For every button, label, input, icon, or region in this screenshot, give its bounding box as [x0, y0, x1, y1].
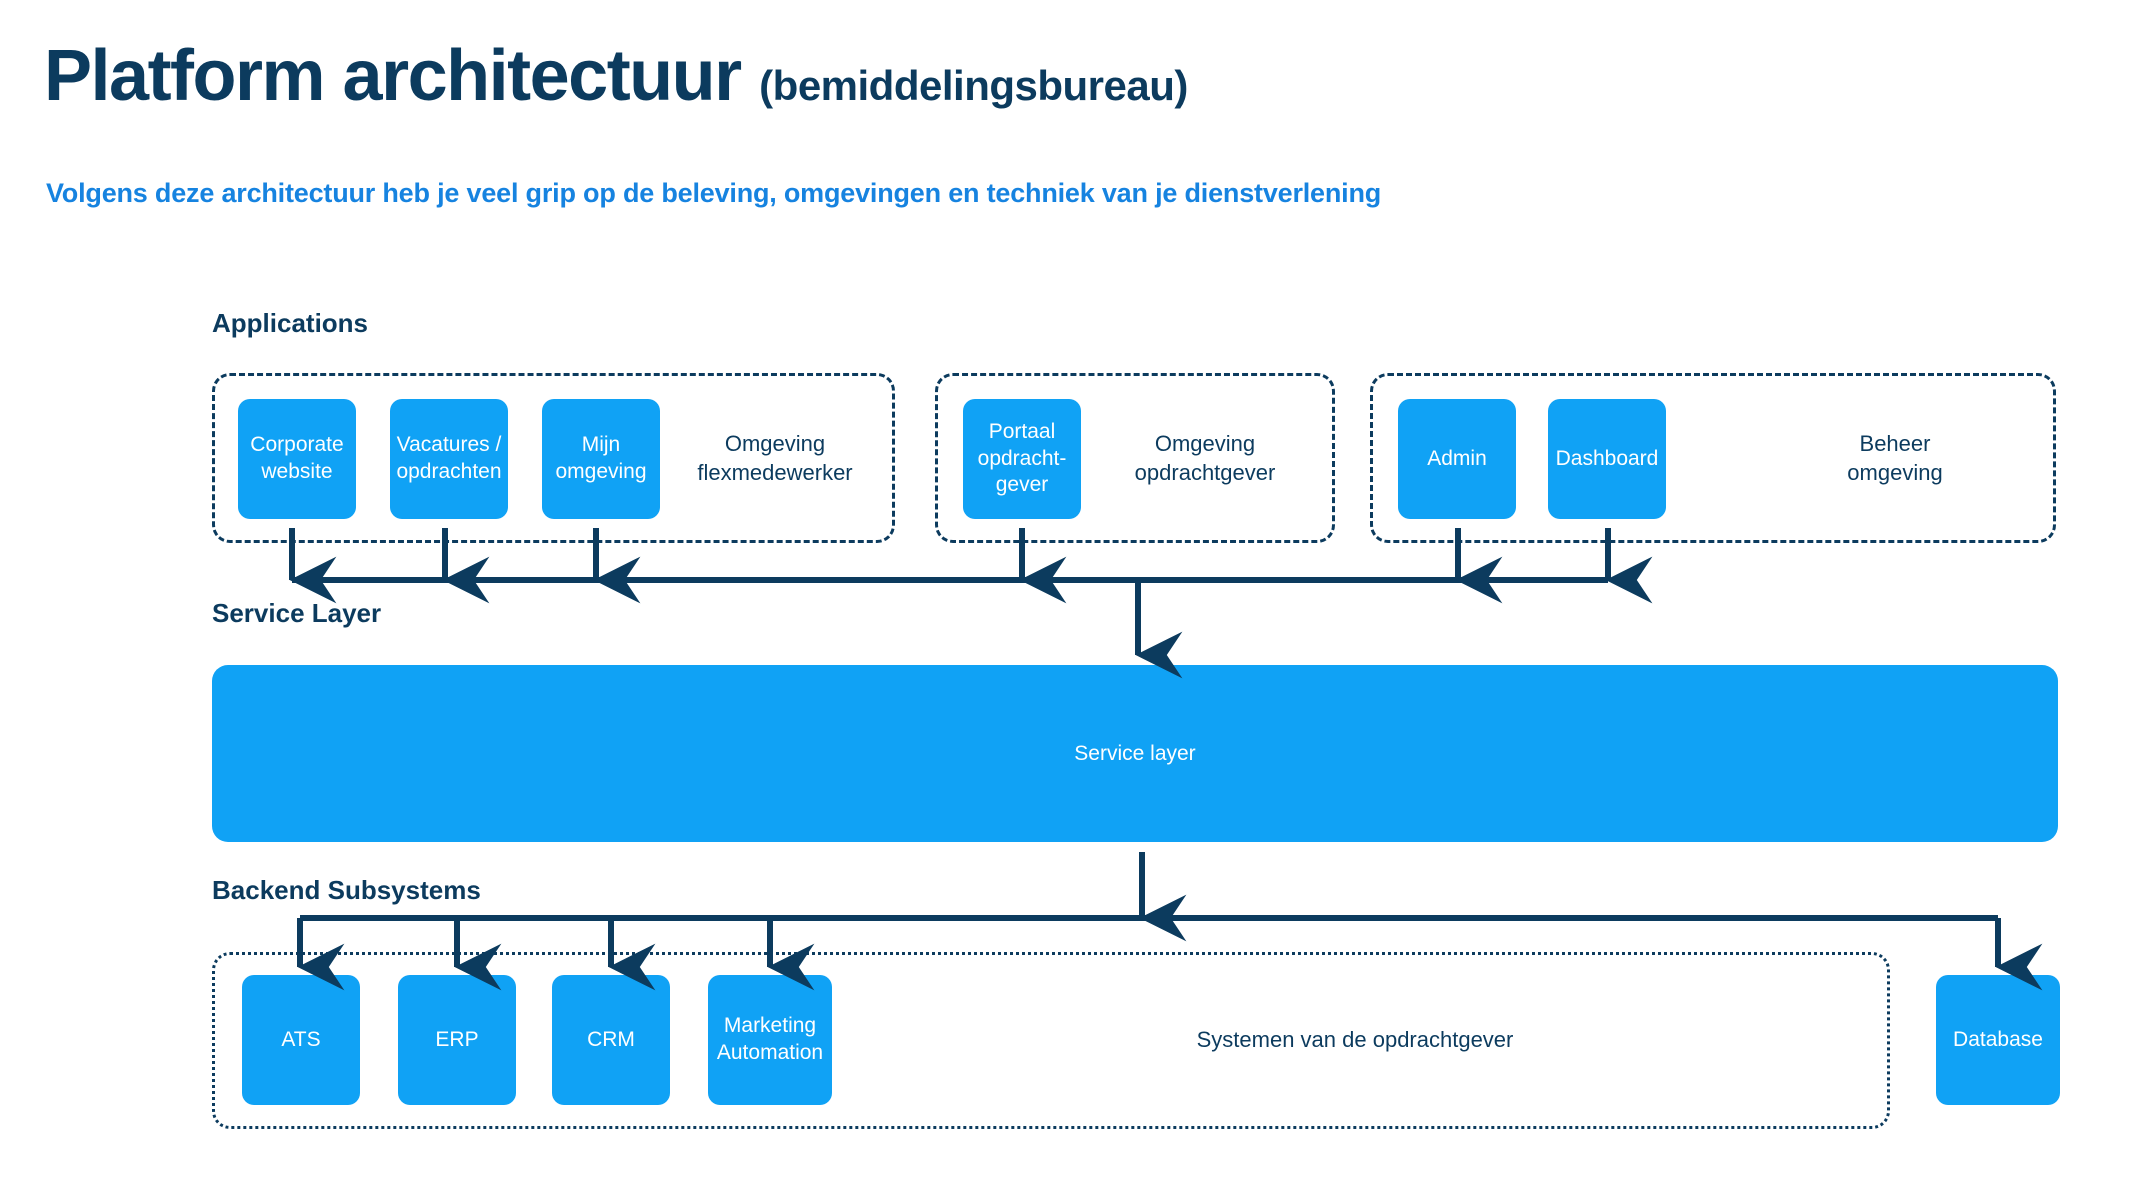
backend-group-systemen-opdrachtgever — [212, 952, 1890, 1129]
app-box-dashboard[interactable]: Dashboard — [1548, 399, 1666, 519]
backend-box-erp[interactable]: ERP — [398, 975, 516, 1105]
backend-group-caption-text: Systemen van de opdrachtgever — [1196, 1026, 1514, 1052]
page-subtitle: Volgens deze architectuur heb je veel gr… — [46, 178, 1382, 208]
backend-box-label: CRM — [587, 1027, 635, 1051]
heading-backend-subsystems: Backend Subsystems — [212, 875, 481, 905]
backend-box-crm[interactable]: CRM — [552, 975, 670, 1105]
app-box-label: Admin — [1427, 446, 1487, 470]
backend-group-caption: Systemen van de opdrachtgever — [840, 975, 1870, 1105]
backend-box-label: ERP — [435, 1027, 479, 1051]
application-group-beheer — [1370, 373, 2056, 543]
backend-box-label: Database — [1953, 1027, 2043, 1051]
application-group-opdrachtgever — [935, 373, 1335, 543]
backend-box-ats[interactable]: ATS — [242, 975, 360, 1105]
heading-service-layer: Service Layer — [212, 598, 382, 628]
page-title-parenthetical: (bemiddelingsbureau) — [759, 62, 1188, 109]
page-title-main: Platform architectuur — [44, 36, 742, 116]
heading-applications: Applications — [212, 308, 369, 338]
page-title: Platform architectuur (bemiddelingsburea… — [44, 40, 1188, 112]
service-layer-bar[interactable]: Service layer — [212, 665, 2058, 842]
app-box-label: Vacatures /opdrachten — [396, 433, 502, 483]
app-box-admin[interactable]: Admin — [1398, 399, 1516, 519]
application-group-flexmedewerker — [212, 373, 895, 543]
backend-box-database[interactable]: Database — [1936, 975, 2060, 1105]
backend-box-label: ATS — [281, 1027, 321, 1051]
service-layer-label: Service layer — [1074, 741, 1196, 765]
app-box-label: Dashboard — [1555, 446, 1659, 470]
app-box-vacatures-opdrachten[interactable]: Vacatures /opdrachten — [390, 399, 508, 519]
